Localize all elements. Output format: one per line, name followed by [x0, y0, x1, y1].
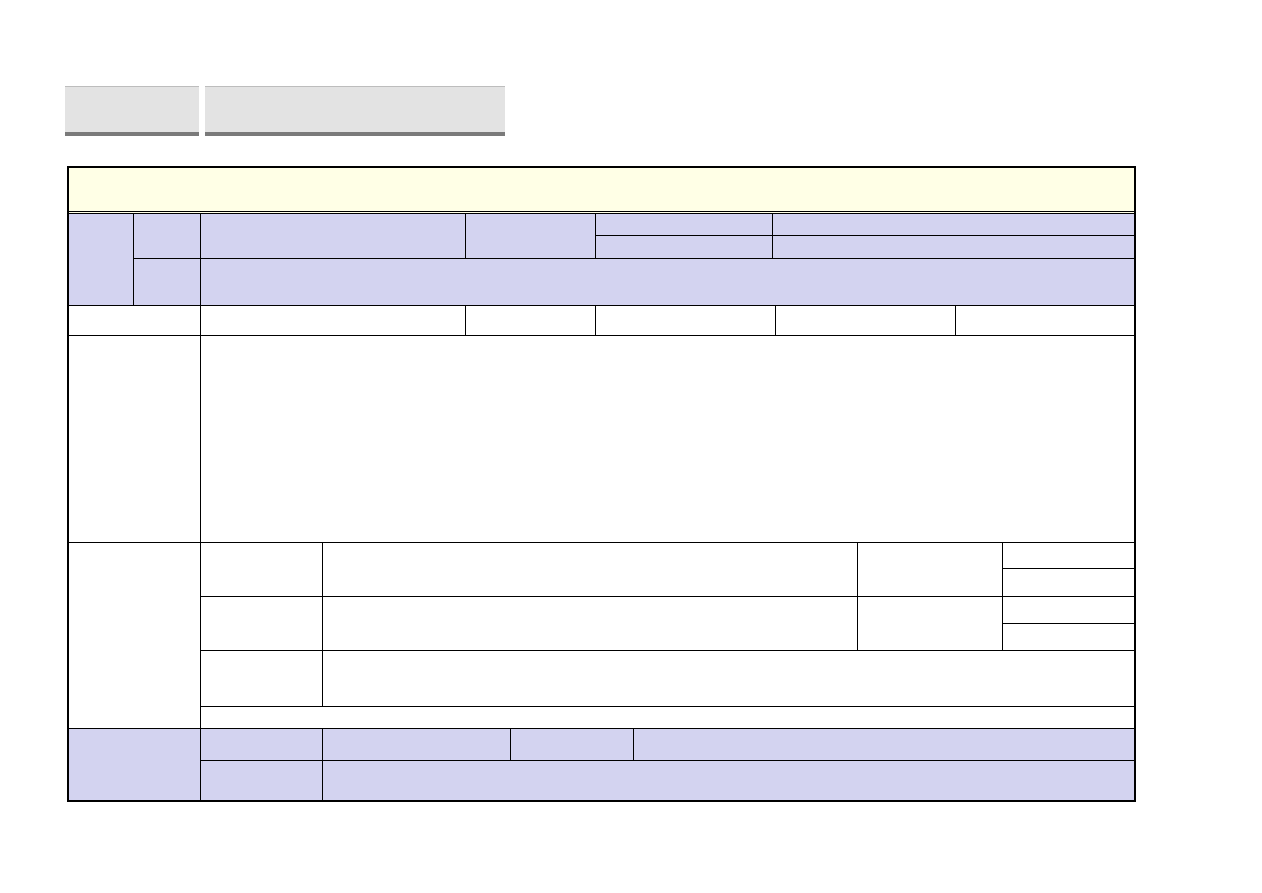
details-note-label — [201, 651, 323, 707]
details-row-1-value[interactable] — [323, 543, 858, 597]
info-cell-1 — [68, 306, 201, 336]
approval-row-1-cell-3 — [511, 729, 634, 761]
details-row-1-sub-value-1[interactable] — [1003, 543, 1135, 569]
details-row-2-sub-value-1[interactable] — [1003, 597, 1135, 624]
header-value-1[interactable] — [201, 214, 466, 259]
header-sub-value-1[interactable] — [773, 214, 1135, 236]
header-label-1 — [134, 214, 201, 259]
header-label-2 — [466, 214, 596, 259]
approval-row-1-cell-2[interactable] — [323, 729, 511, 761]
info-cell-2[interactable] — [201, 306, 466, 336]
details-row-1-sub-value-2[interactable] — [1003, 569, 1135, 597]
details-row-1-label — [201, 543, 323, 597]
details-label — [68, 543, 201, 729]
approval-row-2-value[interactable] — [323, 761, 1135, 801]
description-label — [68, 336, 201, 543]
header-value-3[interactable] — [201, 259, 1135, 306]
details-row-2-sub-label — [858, 597, 1003, 651]
tab-1[interactable] — [65, 86, 199, 136]
approval-row-2-label — [201, 761, 323, 801]
details-row-2-sub-value-2[interactable] — [1003, 624, 1135, 651]
details-note-value[interactable] — [323, 651, 1135, 707]
details-row-1-sub-label — [858, 543, 1003, 597]
info-cell-6[interactable] — [956, 306, 1135, 336]
approval-row-1-cell-1 — [201, 729, 323, 761]
details-row-2-label — [201, 597, 323, 651]
description-textarea[interactable] — [201, 336, 1135, 543]
approval-row-1-cell-4[interactable] — [634, 729, 1135, 761]
header-label-3 — [134, 259, 201, 306]
approval-label — [68, 729, 201, 801]
info-cell-5 — [776, 306, 956, 336]
tab-2[interactable] — [205, 86, 505, 136]
header-sub-value-2[interactable] — [773, 236, 1135, 259]
form-title — [68, 167, 1135, 214]
header-sub-label-1 — [596, 214, 773, 236]
header-sub-label-2 — [596, 236, 773, 259]
info-cell-3 — [466, 306, 596, 336]
info-cell-4[interactable] — [596, 306, 776, 336]
header-group-label — [68, 214, 134, 306]
details-footer — [201, 707, 1135, 729]
details-row-2-value[interactable] — [323, 597, 858, 651]
